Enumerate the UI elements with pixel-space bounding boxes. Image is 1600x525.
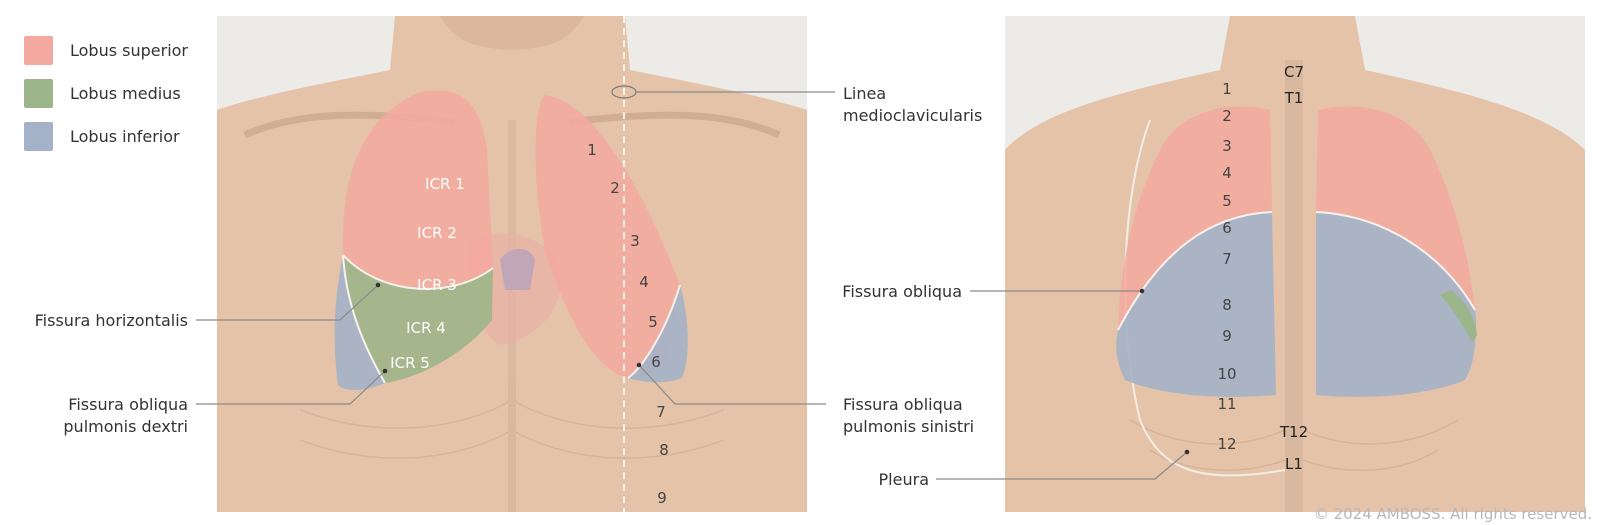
fissura-obliqua-sinistri-label: Fissura obliqua: [843, 395, 963, 414]
left-upper-lobe: [535, 95, 680, 379]
vertebra-label: T12: [1279, 423, 1308, 441]
aorta: [500, 248, 535, 290]
pleura-outline: [1124, 119, 1286, 477]
legend: Lobus superior Lobus medius Lobus inferi…: [24, 36, 188, 165]
rib-number: 6: [1222, 219, 1232, 237]
rib-number: 12: [1217, 435, 1236, 453]
rib-number: 7: [1222, 250, 1232, 268]
pleura-label: Pleura: [879, 470, 929, 489]
icr-label: ICR 5: [390, 354, 430, 372]
rib-number: 5: [1222, 192, 1232, 210]
icr-label: ICR 1: [425, 175, 465, 193]
back-left-oblique-line: [1315, 211, 1476, 311]
front-view: ICR 1 ICR 2 ICR 3 ICR 4 ICR 5 1 2 3 4 5 …: [217, 16, 807, 512]
back-right-upper-lobe: [1118, 106, 1272, 330]
rib-number: 8: [1222, 296, 1232, 314]
back-left-lower-lobe: [1316, 212, 1477, 397]
fissura-obliqua-dextri-label: pulmonis dextri: [63, 417, 188, 436]
rib-number: 11: [1217, 395, 1236, 413]
left-oblique-fissure-line: [627, 284, 681, 379]
legend-swatch-lobus-medius: [24, 79, 53, 108]
copyright-notice: © 2024 AMBOSS. All rights reserved.: [1314, 505, 1592, 523]
legend-label: Lobus superior: [70, 41, 189, 60]
rib-number: 1: [587, 141, 597, 159]
rib-number: 1: [1222, 80, 1232, 98]
legend-label: Lobus medius: [70, 84, 181, 103]
right-middle-lobe: [343, 255, 493, 383]
rib-number: 9: [1222, 327, 1232, 345]
rib-number: 10: [1217, 365, 1236, 383]
icr-label: ICR 4: [406, 319, 446, 337]
linea-label: Linea: [843, 84, 886, 103]
rib-number: 3: [630, 232, 640, 250]
legend-label: Lobus inferior: [70, 127, 180, 146]
rib-number: 2: [610, 179, 620, 197]
rib-number: 7: [656, 403, 666, 421]
back-rib-lines: [1129, 419, 1459, 471]
right-oblique-fissure-line: [342, 254, 386, 384]
rib-number: 4: [1222, 164, 1232, 182]
legend-item-lobus-superior: Lobus superior: [24, 36, 188, 65]
rib-number: 2: [1222, 107, 1232, 125]
back-view: 1 2 3 4 5 6 7 8 9 10 11 12 C7 T1 T12 L1: [1005, 16, 1585, 512]
back-left-lingula: [1440, 290, 1477, 342]
fissura-obliqua-dextri-label: Fissura obliqua: [68, 395, 188, 414]
back-leader-lines: [936, 288, 1190, 480]
fissura-obliqua-sinistri-label: pulmonis sinistri: [843, 417, 974, 436]
fissura-obliqua-label: Fissura obliqua: [842, 282, 962, 301]
back-right-lower-lobe: [1116, 212, 1276, 397]
vertebra-label: C7: [1284, 63, 1304, 81]
icr-label: ICR 2: [417, 224, 457, 242]
legend-item-lobus-inferior: Lobus inferior: [24, 122, 188, 151]
left-lower-lobe: [628, 285, 688, 383]
rib-number: 5: [648, 313, 658, 331]
rib-number: 8: [659, 441, 669, 459]
icr-label: ICR 3: [417, 276, 457, 294]
back-left-upper-lobe: [1316, 106, 1475, 310]
vertebra-label: T1: [1284, 89, 1304, 107]
back-right-oblique-line: [1117, 211, 1273, 331]
vertebra-label: L1: [1285, 455, 1303, 473]
linea-label: medioclavicularis: [843, 106, 982, 125]
legend-swatch-lobus-superior: [24, 36, 53, 65]
left-clavicle: [568, 111, 781, 139]
front-neck-shadow: [440, 16, 584, 50]
rib-number: 4: [639, 273, 649, 291]
legend-item-lobus-medius: Lobus medius: [24, 79, 188, 108]
right-upper-lobe: [342, 90, 493, 289]
fissura-horizontalis-label: Fissura horizontalis: [35, 311, 188, 330]
rib-number: 3: [1222, 137, 1232, 155]
horizontal-fissure-line: [342, 254, 494, 290]
front-leader-lines: [196, 91, 835, 405]
legend-swatch-lobus-inferior: [24, 122, 53, 151]
rib-number: 9: [657, 489, 667, 507]
rib-number: 6: [651, 353, 661, 371]
